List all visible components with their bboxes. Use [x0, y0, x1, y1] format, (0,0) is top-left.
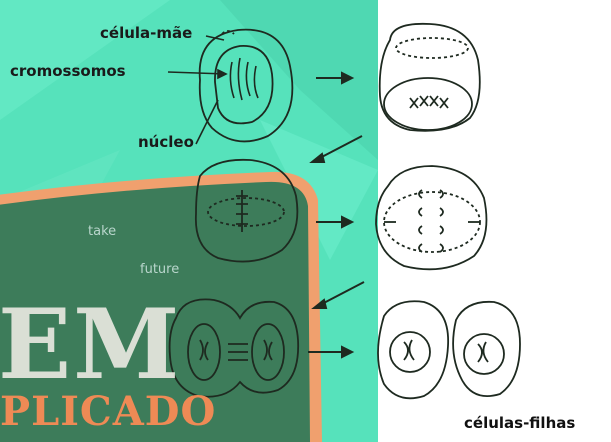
white-panel — [378, 0, 611, 442]
label-daughter-cells: células-filhas — [464, 414, 575, 432]
banner-big-text: EM — [0, 288, 181, 401]
label-nucleus: núcleo — [138, 133, 194, 151]
label-chromosomes: cromossomos — [10, 62, 126, 80]
banner-small-text: PLICADO — [0, 388, 216, 435]
chalk-word-1: take — [88, 224, 116, 239]
label-mother-cell: célula-mãe — [100, 24, 192, 42]
chalk-word-2: future — [140, 262, 179, 277]
